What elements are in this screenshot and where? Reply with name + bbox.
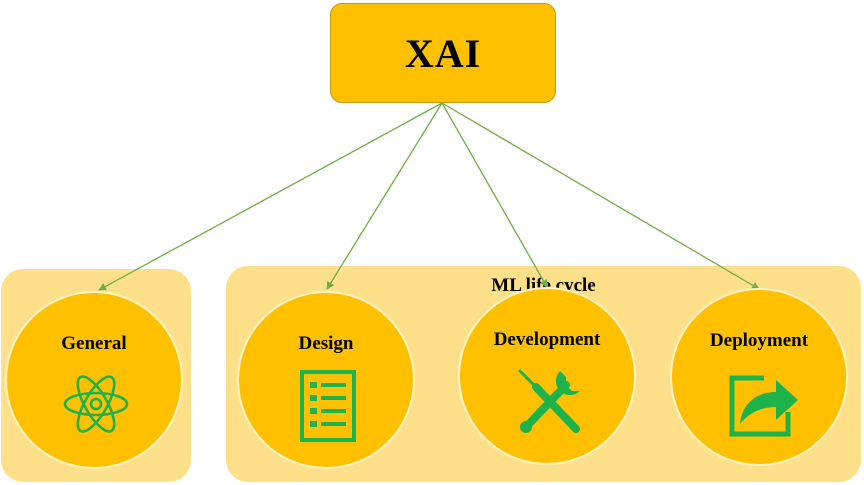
design-label: Design [298, 333, 354, 354]
wrench-screwdriver-icon [518, 369, 580, 433]
xai-label: XAI [404, 30, 482, 76]
share-arrow-icon [729, 375, 798, 437]
connector-development [441, 102, 548, 288]
general-label: General [61, 333, 127, 354]
xai-root-node: XAI [330, 3, 556, 103]
deployment-node: Deployment [670, 288, 848, 466]
general-node: General [5, 291, 183, 469]
deployment-label: Deployment [709, 330, 809, 351]
atom-icon [63, 375, 129, 433]
checklist-icon [300, 370, 356, 442]
development-label: Development [493, 329, 601, 350]
connector-deployment [441, 102, 760, 290]
connector-general [98, 102, 443, 291]
development-node: Development [458, 287, 636, 465]
connector-design [326, 102, 443, 290]
design-node: Design [237, 291, 415, 469]
